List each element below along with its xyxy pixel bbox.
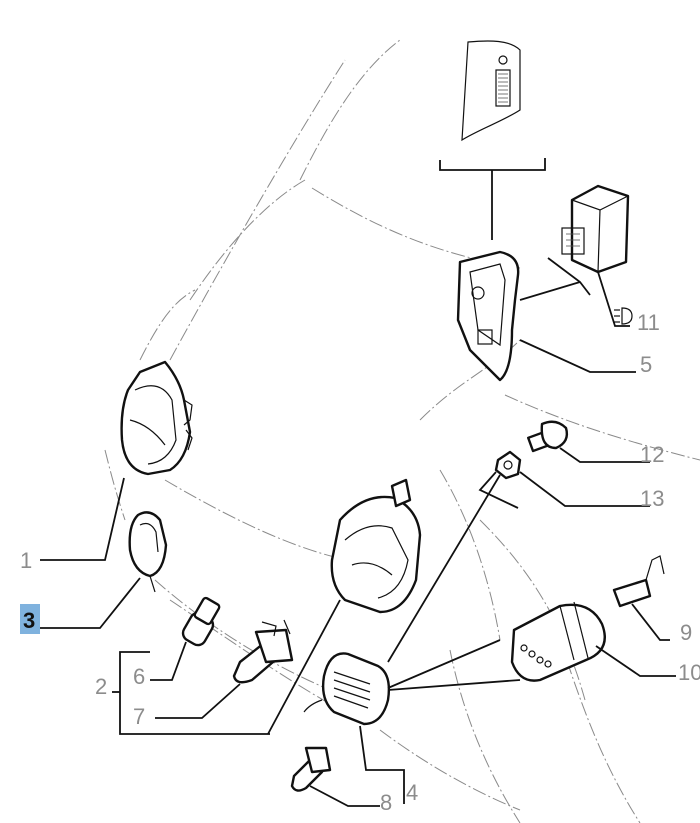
- callout-labels: 1 2 3 4 5 6 7 8 9 10 11 12 13: [20, 310, 700, 815]
- group-bracket-2: [112, 651, 270, 735]
- callout-2: 2: [95, 674, 107, 699]
- headlamp-unit-right: [267, 478, 422, 735]
- switch-housing-5: [456, 250, 520, 382]
- headlamp-unit-1: [40, 360, 193, 561]
- bulb-8: [290, 746, 380, 807]
- callout-3: 3: [23, 608, 35, 633]
- bulb-cover-3: [40, 511, 168, 629]
- callout-1: 1: [20, 548, 32, 573]
- callout-3-highlight: [20, 604, 40, 634]
- bulb-7: [155, 619, 294, 719]
- fog-lamp-4: [303, 474, 521, 804]
- terminal-9: [612, 555, 670, 641]
- callout-4: 4: [406, 780, 418, 805]
- callout-6: 6: [133, 664, 145, 689]
- callout-11: 11: [637, 310, 660, 335]
- car-body-outline: [104, 39, 700, 823]
- callout-8: 8: [380, 790, 392, 815]
- callout-12: 12: [640, 442, 664, 467]
- connector-10: [510, 601, 676, 682]
- bulb-6: [150, 596, 221, 681]
- screw-12: [527, 420, 650, 463]
- callout-13: 13: [640, 486, 664, 511]
- callout-7: 7: [133, 704, 145, 729]
- headlamp-symbol-icon: [614, 307, 633, 325]
- relay-module-11: [519, 184, 636, 373]
- nut-13: [478, 450, 650, 509]
- callout-9: 9: [680, 620, 692, 645]
- callout-10: 10: [678, 660, 700, 685]
- dashboard-switch-panel: [439, 40, 546, 240]
- callout-5: 5: [640, 352, 652, 377]
